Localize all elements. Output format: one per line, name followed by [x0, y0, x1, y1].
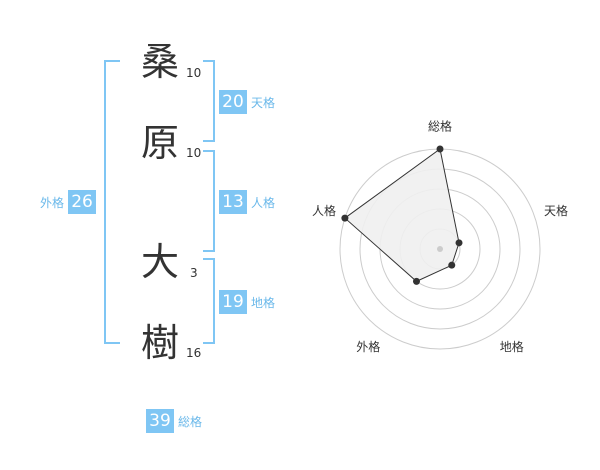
- radar-axis-label: 天格: [544, 203, 568, 218]
- stroke-count-4: 16: [186, 346, 202, 360]
- radar-point-5: [341, 214, 349, 222]
- stroke-count-3: 3: [190, 266, 198, 280]
- chikaku-badge: 19 地格: [219, 290, 275, 314]
- tenkaku-value: 20: [219, 90, 247, 114]
- gaikaku-value: 26: [68, 190, 97, 214]
- radar-point-1: [436, 145, 444, 153]
- gaikaku-badge: 外格 26: [40, 190, 97, 214]
- name-char-1: 桑: [140, 40, 179, 84]
- chikaku-bracket: [203, 258, 215, 344]
- stroke-count-1: 10: [186, 66, 202, 80]
- tenkaku-label: 天格: [251, 95, 276, 110]
- radar-axis-label: 総格: [428, 119, 452, 134]
- soukaku-label: 総格: [178, 414, 203, 429]
- radar-axis-label: 外格: [356, 339, 380, 354]
- jinkaku-value: 13: [219, 190, 247, 214]
- radar-axis-label: 地格: [500, 339, 524, 354]
- chikaku-value: 19: [219, 290, 247, 314]
- soukaku-value: 39: [146, 409, 174, 433]
- jinkaku-label: 人格: [251, 195, 276, 210]
- gaikaku-bracket: [104, 60, 120, 344]
- radar-point-3: [448, 261, 456, 269]
- soukaku-badge: 39 総格: [146, 409, 202, 433]
- radar-point-4: [412, 277, 420, 285]
- stroke-count-2: 10: [186, 146, 202, 160]
- jinkaku-bracket: [203, 150, 215, 252]
- chikaku-label: 地格: [251, 295, 276, 310]
- name-char-4: 樹: [140, 321, 179, 365]
- name-char-3: 大: [140, 240, 179, 284]
- radar-point-2: [455, 239, 463, 247]
- jinkaku-badge: 13 人格: [219, 190, 275, 214]
- tenkaku-badge: 20 天格: [219, 90, 275, 114]
- radar-center-dot: [437, 246, 443, 252]
- radar-data-polygon: [344, 148, 460, 282]
- gaikaku-label: 外格: [40, 195, 65, 210]
- radar-axis-label: 人格: [312, 203, 336, 218]
- tenkaku-bracket: [203, 60, 215, 142]
- name-char-2: 原: [140, 121, 179, 165]
